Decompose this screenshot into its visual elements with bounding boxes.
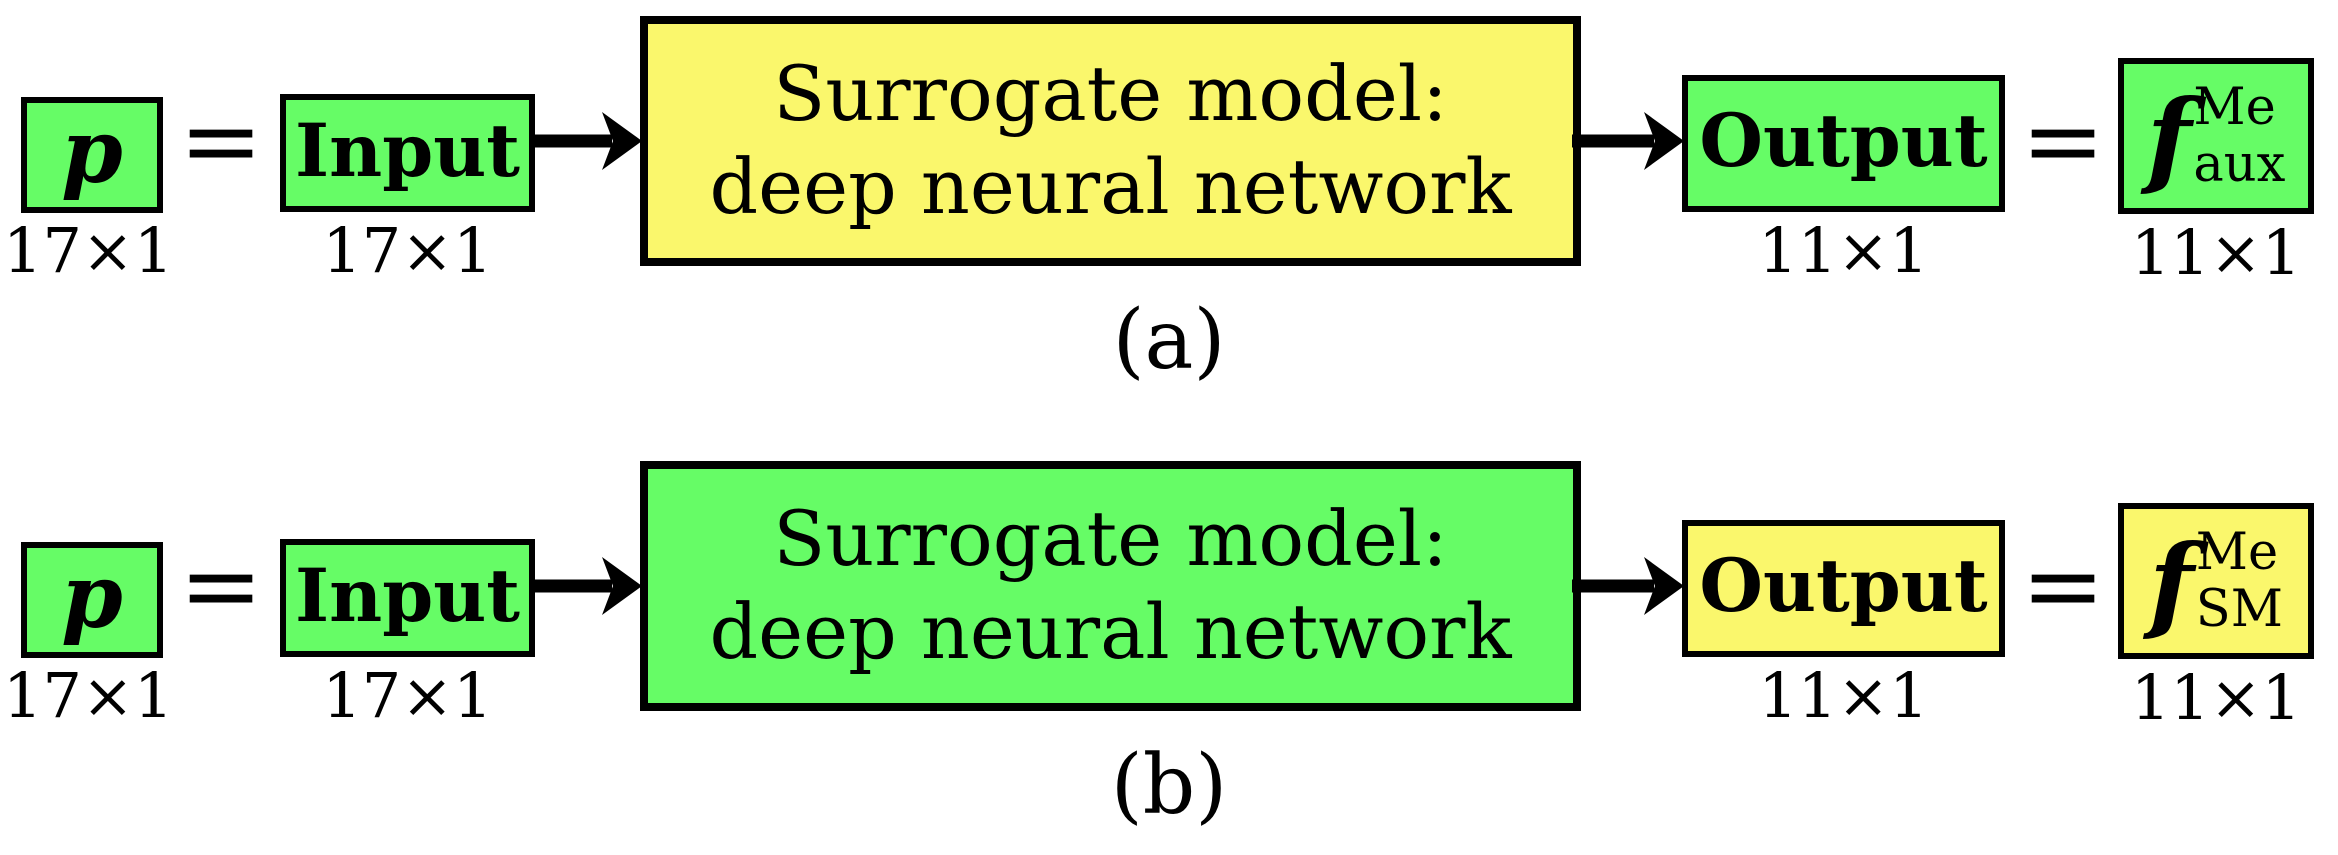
subfigure-caption-a: (a) <box>1112 293 1226 388</box>
f-superscript: Me <box>2195 522 2279 582</box>
diagram-row-a: p 17×1 = Input 17×1 Surrogate model: dee… <box>0 0 2338 410</box>
f-dimension-label: 11×1 <box>2130 661 2302 734</box>
f-aux-box: f Me aux <box>2118 58 2314 214</box>
input-box: Input <box>280 94 535 212</box>
equals-sign-right: = <box>2021 82 2105 199</box>
flow-arrow-icon <box>530 112 642 170</box>
flow-arrow-icon <box>1572 557 1684 615</box>
output-dimension-label: 11×1 <box>1758 214 1929 287</box>
f-symbol: f <box>2149 521 2194 644</box>
p-symbol: p <box>61 544 123 648</box>
f-subscript: SM <box>2195 580 2283 639</box>
f-superscript: Me <box>2193 77 2276 137</box>
f-sm-box: f Me SM <box>2118 503 2314 659</box>
p-dimension-label: 17×1 <box>3 659 174 732</box>
input-label: Input <box>294 107 521 194</box>
subfigure-caption-b: (b) <box>1110 738 1228 833</box>
equals-sign-left: = <box>179 82 263 199</box>
surrogate-line-1: Surrogate model: <box>773 494 1448 584</box>
input-box: Input <box>280 539 535 657</box>
p-symbol: p <box>61 99 123 203</box>
flow-arrow-icon <box>1572 112 1684 170</box>
input-label: Input <box>294 552 521 639</box>
f-scripts: Me aux <box>2193 79 2285 193</box>
surrogate-line-2: deep neural network <box>709 142 1512 231</box>
output-label: Output <box>1699 98 1988 184</box>
output-label: Output <box>1699 543 1988 629</box>
f-symbol: f <box>2146 76 2192 199</box>
surrogate-line-1: Surrogate model: <box>773 49 1448 139</box>
p-dimension-label: 17×1 <box>3 214 174 287</box>
output-dimension-label: 11×1 <box>1758 659 1929 732</box>
surrogate-line-2: deep neural network <box>709 587 1512 676</box>
surrogate-model-box: Surrogate model: deep neural network <box>640 461 1581 711</box>
input-dimension-label: 17×1 <box>322 659 493 732</box>
output-box: Output <box>1682 520 2005 657</box>
equals-sign-left: = <box>179 527 263 644</box>
f-dimension-label: 11×1 <box>2130 216 2302 289</box>
p-vector-box: p <box>21 542 163 658</box>
equals-sign-right: = <box>2021 527 2105 644</box>
f-scripts: Me SM <box>2196 524 2283 638</box>
diagram-row-b: p 17×1 = Input 17×1 Surrogate model: dee… <box>0 445 2338 855</box>
flow-arrow-icon <box>530 557 642 615</box>
surrogate-model-box: Surrogate model: deep neural network <box>640 16 1581 266</box>
p-vector-box: p <box>21 97 163 213</box>
input-dimension-label: 17×1 <box>322 214 493 287</box>
output-box: Output <box>1682 75 2005 212</box>
f-subscript: aux <box>2193 135 2286 194</box>
